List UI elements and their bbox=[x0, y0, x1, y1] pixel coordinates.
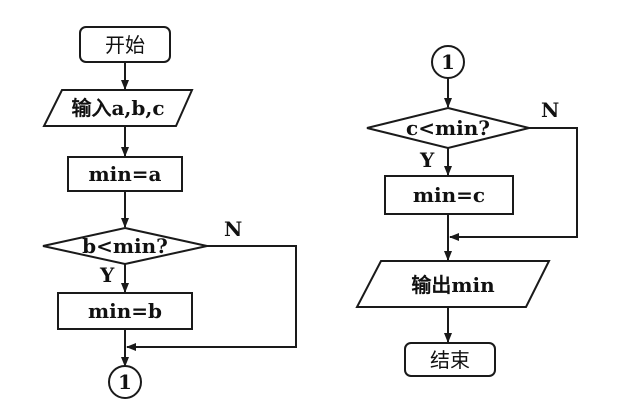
end-label: 结束 bbox=[430, 348, 470, 372]
assign-b-node: min=b bbox=[57, 292, 193, 330]
start-node: 开始 bbox=[79, 26, 171, 63]
connector-right: 1 bbox=[431, 45, 465, 79]
assign-a-node: min=a bbox=[67, 156, 183, 192]
decision-b-yes: Y bbox=[99, 263, 115, 287]
left-flow: 开始 输入a,b,c min=a b<min? Y N min=b bbox=[42, 26, 297, 399]
decision-c-no: N bbox=[541, 98, 559, 122]
assign-b-label: min=b bbox=[88, 299, 162, 323]
connector-right-label: 1 bbox=[441, 50, 455, 74]
output-label: 输出min bbox=[411, 273, 495, 297]
arrow-decision-c-no bbox=[449, 127, 578, 241]
decision-b-no: N bbox=[224, 217, 242, 241]
assign-c-label: min=c bbox=[413, 183, 485, 207]
input-label: 输入a,b,c bbox=[71, 96, 164, 120]
decision-c-yes: Y bbox=[419, 148, 435, 172]
arrow-decision-b-no bbox=[126, 245, 297, 351]
decision-c-label: c<min? bbox=[406, 116, 490, 140]
connector-left: 1 bbox=[108, 365, 142, 399]
decision-b-node: b<min? bbox=[42, 226, 208, 266]
input-node: 输入a,b,c bbox=[42, 89, 194, 127]
right-flow: 1 c<min? Y N min=c 输出min 结束 bbox=[355, 45, 578, 377]
end-node: 结束 bbox=[404, 342, 496, 377]
decision-c-node: c<min? bbox=[366, 106, 530, 150]
assign-c-node: min=c bbox=[384, 175, 514, 215]
connector-left-label: 1 bbox=[118, 370, 132, 394]
start-label: 开始 bbox=[105, 33, 145, 57]
assign-a-label: min=a bbox=[88, 162, 161, 186]
output-node: 输出min bbox=[355, 260, 551, 308]
decision-b-label: b<min? bbox=[82, 234, 168, 258]
